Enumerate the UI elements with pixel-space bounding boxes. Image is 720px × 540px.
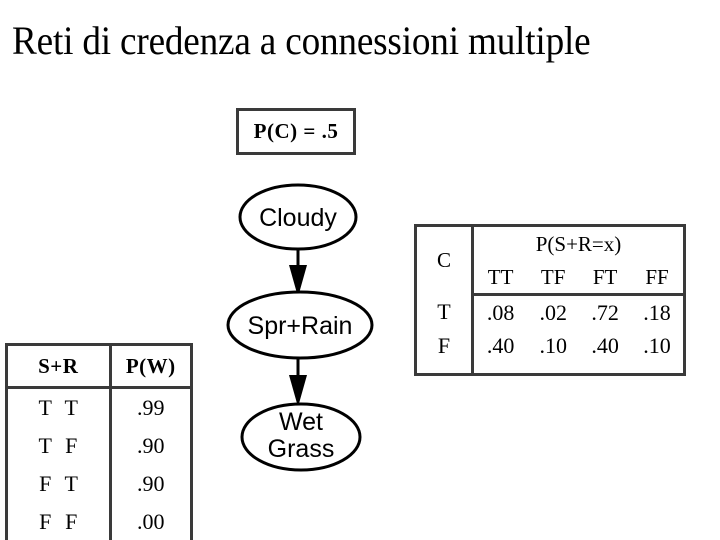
cell-s-value: T	[38, 433, 52, 458]
cell-pw-value: .00	[137, 509, 165, 534]
column-header-pw: P(W)	[110, 346, 190, 389]
cell-s-value: T	[38, 395, 52, 420]
cell-c-value: T	[417, 294, 474, 329]
cell-pw-value: .90	[137, 471, 165, 496]
node-cloudy: Cloudy	[238, 183, 358, 251]
cell-pw-value: .90	[137, 433, 165, 458]
cell-r-value: F	[65, 509, 78, 534]
edge-cloudy-to-sprrain	[289, 247, 307, 297]
cell-psr-value: .40	[591, 332, 619, 358]
column-header-tf: TF	[527, 261, 580, 296]
row-header-c: C	[417, 227, 474, 295]
cell-s-value: F	[39, 471, 52, 496]
cell-pw-value: .99	[137, 395, 165, 420]
cell-s-value: F	[39, 509, 52, 534]
table-span-header-row: C P(S+R=x)	[417, 227, 683, 295]
cell-psr-value: .10	[643, 332, 671, 358]
column-header-ft: FT	[579, 261, 632, 296]
cpt-table-sprrain-grid: C P(S+R=x) TT TF FT FF T .08 .02 .72 .18	[417, 227, 683, 376]
node-sprrain-label: Spr+Rain	[248, 312, 353, 340]
node-wetgrass: Wet Grass	[240, 402, 362, 472]
node-cloudy-label: Cloudy	[259, 204, 337, 232]
cell-psr-value: .18	[643, 299, 671, 325]
column-header-sr: S+R	[8, 346, 112, 389]
table-spacer-row	[417, 362, 683, 376]
edge-sprrain-to-wetgrass	[289, 357, 307, 407]
cell-psr-value: .40	[486, 332, 515, 358]
spacer-cell	[417, 362, 474, 376]
node-wetgrass-label-line1: Wet	[279, 408, 323, 436]
table-header-row: TT TF FT FF	[417, 261, 683, 296]
cpt-table-sprrain: C P(S+R=x) TT TF FT FF T .08 .02 .72 .18	[414, 224, 686, 376]
cell-psr-value: .02	[539, 299, 567, 325]
column-header-ff: FF	[631, 261, 683, 296]
spacer-cell	[473, 362, 684, 376]
prior-probability-box: P(C) = .5	[236, 108, 356, 155]
prior-probability-label: P(C) = .5	[253, 119, 339, 143]
span-header-psr: P(S+R=x)	[535, 231, 622, 256]
node-sprrain: Spr+Rain	[226, 290, 374, 360]
cell-psr-value: .72	[591, 299, 619, 325]
cell-r-value: T	[64, 395, 78, 420]
cell-psr-value: .08	[486, 299, 515, 325]
table-row: F .40 .10 .40 .10	[417, 329, 683, 362]
table-header-row: S+R P(W)	[8, 346, 190, 389]
cell-r-value: F	[65, 433, 78, 458]
cell-r-value: T	[64, 471, 78, 496]
column-header-tt: TT	[472, 261, 528, 296]
cell-psr-value: .10	[539, 332, 567, 358]
node-wetgrass-label-line2: Grass	[268, 435, 335, 463]
table-row: T .08 .02 .72 .18	[417, 294, 683, 329]
page-title: Reti di credenza a connessioni multiple	[12, 18, 591, 63]
cell-c-value: F	[417, 329, 474, 362]
